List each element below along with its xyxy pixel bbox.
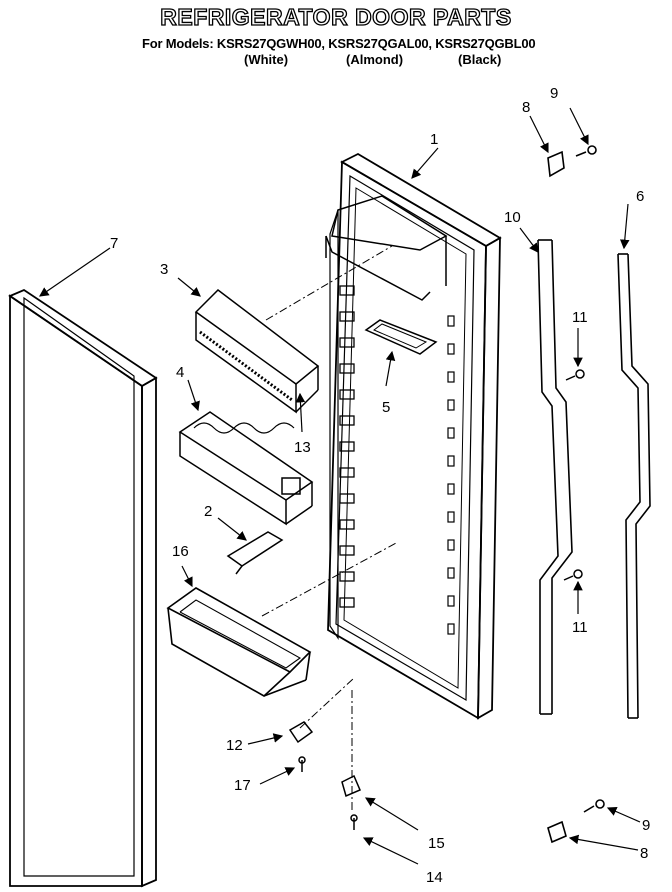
callout-1: 1 <box>430 131 438 148</box>
callout-12: 12 <box>226 737 243 754</box>
callout-14: 14 <box>426 869 443 886</box>
hinge-strap <box>537 239 573 715</box>
callout-4: 4 <box>176 364 184 381</box>
retainer-clip <box>226 531 284 575</box>
door-bin <box>166 587 312 697</box>
callout-9-top: 9 <box>550 85 558 102</box>
door-gasket <box>8 288 158 888</box>
leader-lines <box>39 107 641 865</box>
bracket-screw <box>298 756 306 772</box>
bottom-bracket <box>288 721 314 744</box>
page-title: REFRIGERATOR DOOR PARTS <box>160 3 512 30</box>
variant-black: (Black) <box>458 52 502 67</box>
callout-8-top: 8 <box>522 99 530 116</box>
callout-3: 3 <box>160 261 168 278</box>
shelf-cover <box>194 289 320 414</box>
screw-upper <box>565 369 585 381</box>
top-hinge-screw <box>575 145 597 157</box>
bottom-hinge-bracket <box>341 774 361 798</box>
callout-6: 6 <box>636 188 644 205</box>
callout-8-bottom: 8 <box>640 845 648 862</box>
top-hinge-bracket <box>547 150 565 178</box>
callout-11-upper: 11 <box>572 309 588 326</box>
small-tray <box>364 319 438 355</box>
callout-7: 7 <box>110 235 118 252</box>
models-line: For Models: KSRS27QGWH00, KSRS27QGAL00, … <box>142 36 536 51</box>
callout-13: 13 <box>294 439 311 456</box>
callout-9-bottom: 9 <box>642 817 650 834</box>
egg-tray <box>178 411 314 526</box>
callout-17: 17 <box>234 777 251 794</box>
callout-15: 15 <box>428 835 445 852</box>
variant-almond: (Almond) <box>346 52 404 67</box>
alignment-lines <box>261 245 399 812</box>
lower-hinge-part <box>547 820 567 844</box>
callout-2: 2 <box>204 503 212 520</box>
door-liner <box>325 152 502 720</box>
callout-5: 5 <box>382 399 390 416</box>
bottom-screw <box>350 814 358 830</box>
trim-strip <box>617 253 651 719</box>
callout-10: 10 <box>504 209 521 226</box>
callout-11-lower: 11 <box>572 619 588 636</box>
lower-hinge-screw <box>583 799 605 813</box>
variant-white: (White) <box>244 52 289 67</box>
screw-lower <box>563 569 583 581</box>
callout-16: 16 <box>172 543 189 560</box>
